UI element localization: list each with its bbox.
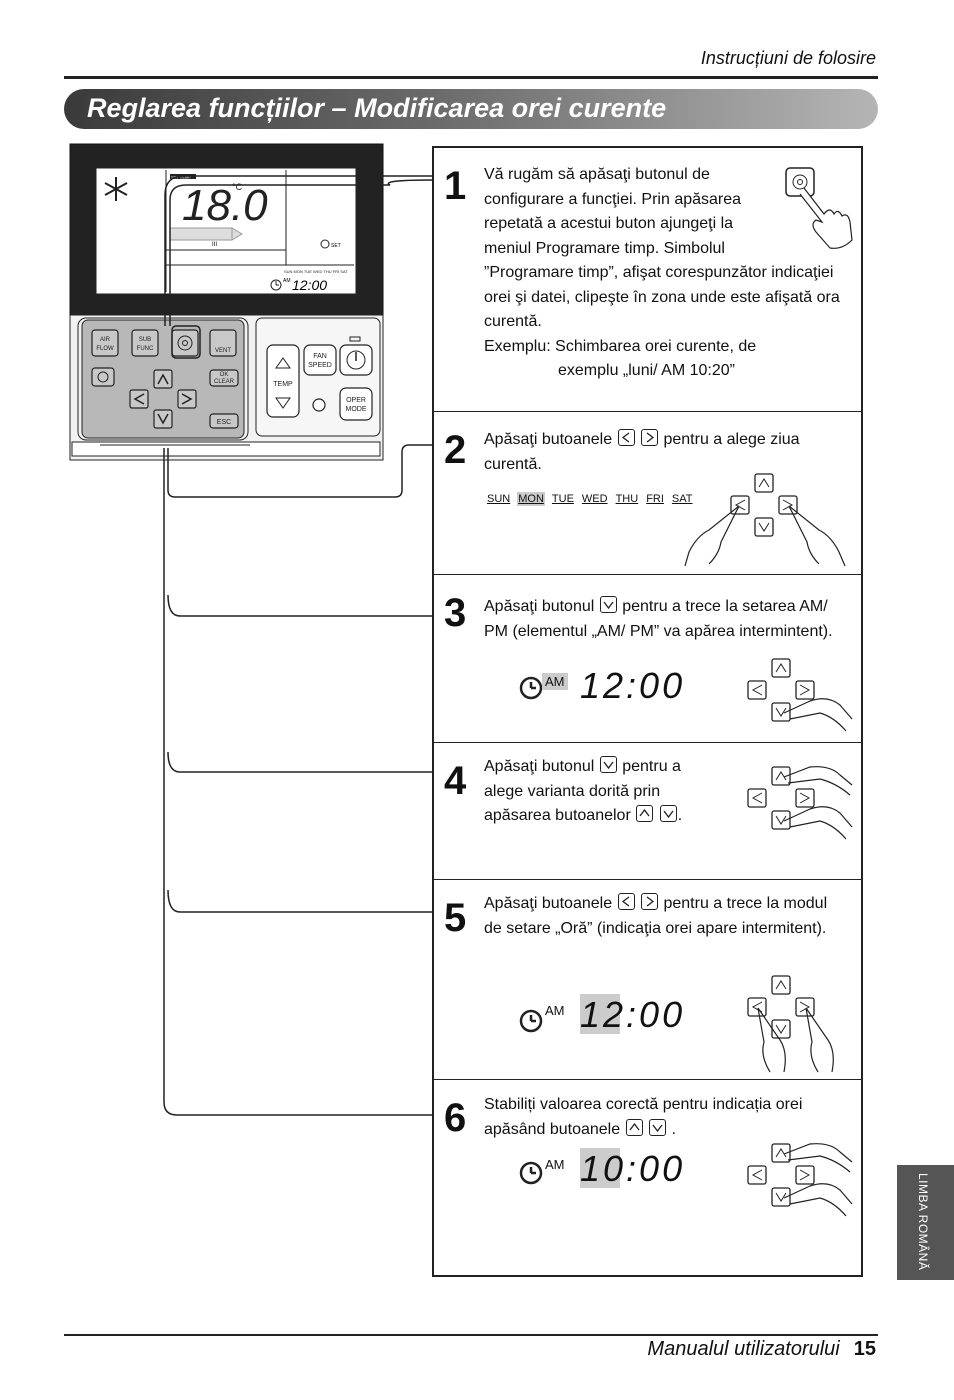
svg-text:FAN: FAN xyxy=(313,353,327,360)
timer-icon xyxy=(97,371,109,383)
power-icon xyxy=(346,350,366,370)
svg-text:MODE: MODE xyxy=(346,406,367,413)
hour-highlight xyxy=(580,1148,620,1188)
lcd-set-label: SET xyxy=(331,243,341,249)
svg-text:III: III xyxy=(212,242,217,248)
am-indicator: AM xyxy=(545,1003,565,1018)
am-indicator: AM xyxy=(542,673,568,690)
svg-text:FLOW: FLOW xyxy=(96,346,114,352)
svg-text:OPER: OPER xyxy=(346,397,366,404)
btn-vent-label: VENT xyxy=(215,348,231,354)
remote-controller-illustration: SET TEMP 18.0 °C III SET SUN MON TUE WED… xyxy=(69,143,433,1116)
btn-sub-func-label: SUB xyxy=(139,337,151,343)
left-key-icon xyxy=(617,893,635,910)
up-arrow-icon xyxy=(157,373,169,385)
function-gear-icon xyxy=(177,335,193,351)
snowflake-icon xyxy=(104,177,128,201)
clock-icon xyxy=(519,1009,543,1033)
steps-panel: 1 Vă rugăm să apăsaţi butonul de configu… xyxy=(432,146,863,1277)
page-title: Reglarea funcțiilor – Modificarea orei c… xyxy=(87,93,667,123)
lcd-am: AM xyxy=(283,278,291,284)
left-arrow-icon xyxy=(133,393,145,405)
down-key-icon xyxy=(599,596,617,613)
step-1-text: Vă rugăm să apăsaţi butonul de configura… xyxy=(484,166,840,379)
down-key-icon xyxy=(649,1118,667,1136)
left-right-keys-hands-illustration xyxy=(747,975,834,1073)
step-1: 1 Vă rugăm să apăsaţi butonul de configu… xyxy=(434,148,861,412)
btn-ok-label: OK xyxy=(220,372,229,378)
left-key-icon xyxy=(617,429,635,446)
down-key-hand-illustration xyxy=(747,658,853,732)
svg-text:SUN MON TUE WED THU FRI SAT: SUN MON TUE WED THU FRI SAT xyxy=(284,269,348,274)
step-2-text: Apăsaţi butoanele pentru a alege ziua cu… xyxy=(484,429,800,473)
right-key-icon xyxy=(641,429,659,446)
arrow-keys-hands-illustration xyxy=(684,473,846,567)
down-arrow-icon xyxy=(157,413,169,425)
up-key-icon xyxy=(625,1118,643,1136)
clock-icon xyxy=(519,676,543,700)
temp-label: TEMP xyxy=(273,381,293,388)
step-2: 2 Apăsaţi butoanele pentru a alege ziua … xyxy=(434,412,861,575)
title-bar xyxy=(64,89,878,129)
time-display: 12:00 xyxy=(580,665,686,706)
step-3-text: Apăsaţi butonul pentru a trece la setare… xyxy=(484,596,833,640)
step-5-text: Apăsaţi butoanele pentru a trece la modu… xyxy=(484,893,828,937)
svg-text:SPEED: SPEED xyxy=(308,362,332,369)
header-rule xyxy=(64,76,878,79)
step-3: 3 Apăsaţi butonul pentru a trece la seta… xyxy=(434,575,861,743)
step-4-text: Apăsaţi butonul pentru a alege varianta … xyxy=(484,756,683,824)
right-arrow-icon xyxy=(181,393,193,405)
step-number: 1 xyxy=(444,164,467,208)
lcd-set-temp: SET TEMP xyxy=(171,175,191,180)
down-key-icon xyxy=(659,805,677,822)
step-6: 6 Stabiliți valoarea corectă pentru indi… xyxy=(434,1080,861,1277)
step-number: 6 xyxy=(444,1096,467,1140)
up-down-keys-hands-illustration xyxy=(747,1143,853,1217)
lcd-temperature: 18.0 xyxy=(182,181,268,230)
step-number: 5 xyxy=(444,896,467,940)
btn-air-flow-label: AIR xyxy=(100,337,111,343)
svg-text:FUNC: FUNC xyxy=(137,346,154,352)
up-key-icon xyxy=(636,805,654,822)
hand-pressing-gear-icon xyxy=(785,167,853,249)
clock-icon xyxy=(519,1161,543,1185)
time-display: 12:00 xyxy=(580,994,686,1035)
up-down-keys-hands-illustration xyxy=(747,766,853,840)
page-number: 15 xyxy=(853,1338,876,1360)
am-indicator: AM xyxy=(545,1157,565,1172)
down-key-icon xyxy=(599,756,617,773)
btn-esc-label: ESC xyxy=(217,419,231,426)
step-number: 2 xyxy=(444,428,467,472)
footer-rule xyxy=(64,1334,878,1336)
step-number: 3 xyxy=(444,591,467,635)
step-number: 4 xyxy=(444,759,467,803)
step-5: 5 Apăsaţi butoanele pentru a trece la mo… xyxy=(434,880,861,1080)
step-6-text: Stabiliți valoarea corectă pentru indica… xyxy=(484,1096,803,1138)
lcd-unit: °C xyxy=(232,182,243,192)
language-tab: LIMBA ROMÂNĂ xyxy=(897,1165,954,1280)
lcd-time: 12:00 xyxy=(292,277,327,293)
svg-text:CLEAR: CLEAR xyxy=(214,379,235,385)
time-display: 10:00 xyxy=(580,1148,686,1189)
step-4: 4 Apăsaţi butonul pentru a alege variant… xyxy=(434,743,861,880)
header-text: Instrucțiuni de folosire xyxy=(700,48,876,68)
right-key-icon xyxy=(641,893,659,910)
hour-highlight xyxy=(580,994,620,1034)
